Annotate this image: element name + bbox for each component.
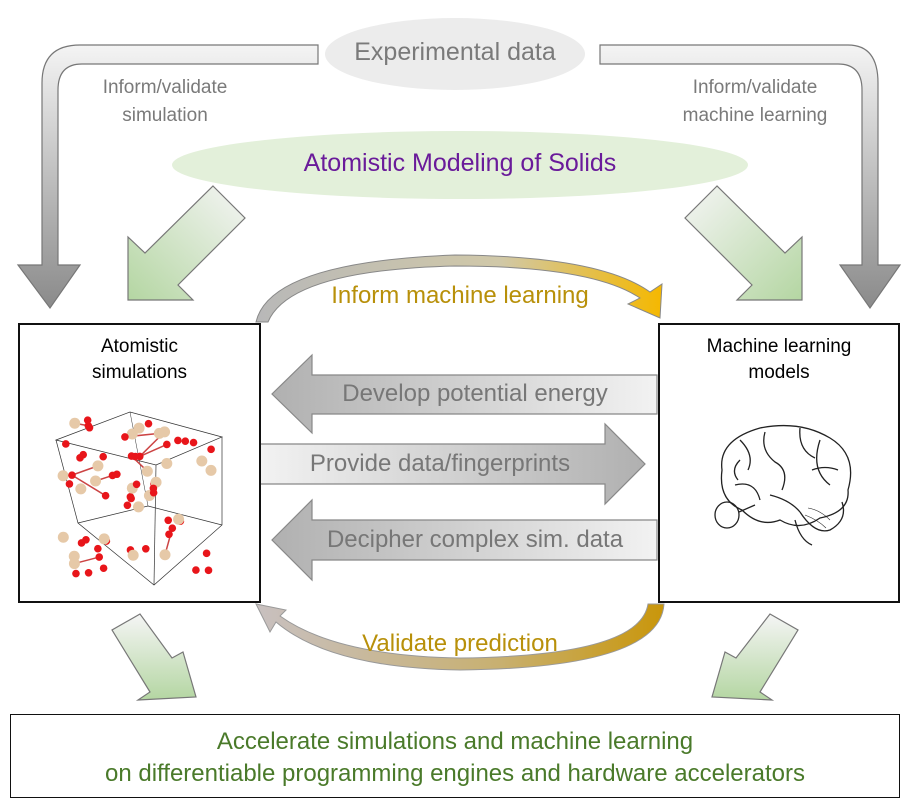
develop-potential-arrow: [271, 353, 658, 435]
green-arrow-sim-to-accelerate: [111, 613, 197, 701]
atom-red: [189, 438, 198, 447]
atom-red: [202, 549, 211, 558]
atomistic-modeling-ellipse: [172, 131, 748, 199]
ml-models-title-line2: models: [748, 362, 810, 383]
ml-models-title-line1: Machine learning: [706, 336, 852, 357]
atom-tan: [133, 501, 145, 513]
atom-tan: [69, 417, 81, 429]
atom-red: [99, 564, 108, 573]
atom-red: [132, 480, 141, 489]
atom-tan: [68, 558, 80, 570]
atom-red: [65, 480, 74, 488]
atom-red: [79, 450, 88, 459]
green-arrow-to-simulations: [127, 185, 246, 301]
atom-tan: [57, 470, 69, 482]
experimental-data-ellipse: [325, 18, 585, 90]
develop-potential-label: Develop potential energy: [342, 380, 608, 407]
accelerate-box: Accelerate simulations and machine learn…: [10, 714, 900, 798]
atom-red: [126, 493, 135, 501]
atom-red: [121, 433, 129, 441]
atom-tan: [90, 475, 102, 487]
atom-red: [62, 440, 70, 448]
atom-red: [94, 544, 102, 553]
atom-tan: [153, 427, 165, 439]
atomistic-simulations-box: Atomistic simulations: [18, 323, 261, 603]
inform-ml-curve-arrow: [255, 254, 663, 323]
atomistic-simulations-title-line2: simulations: [91, 362, 188, 383]
atom-red: [207, 445, 215, 454]
atom-red: [144, 419, 153, 428]
atom-red: [101, 491, 110, 500]
left-feedback-label-line1: Inform/validate: [102, 77, 228, 98]
atom-tan: [127, 549, 139, 561]
atom-red: [149, 488, 158, 497]
atom-tan: [141, 465, 153, 477]
atom-tan: [92, 460, 104, 472]
atomic-structure-image: [54, 411, 224, 586]
decipher-data-label: Decipher complex sim. data: [326, 526, 624, 553]
atom-red: [131, 452, 140, 461]
experimental-data-label: Experimental data: [354, 38, 556, 66]
atom-red: [83, 416, 92, 424]
atom-tan: [196, 455, 208, 467]
left-feedback-arrow: [16, 44, 319, 310]
atom-red: [72, 569, 80, 578]
ml-models-box: Machine learning models: [658, 323, 900, 603]
atom-red: [141, 544, 150, 553]
atom-red: [123, 501, 132, 510]
atom-tan: [133, 422, 145, 434]
atom-red: [84, 568, 93, 577]
accelerate-line2: on differentiable programming engines an…: [105, 760, 805, 787]
atom-red: [99, 452, 107, 461]
provide-data-label: Provide data/fingerprints: [309, 450, 571, 477]
accelerate-line1: Accelerate simulations and machine learn…: [216, 728, 694, 755]
green-arrow-ml-to-accelerate: [711, 613, 799, 701]
atom-red: [192, 566, 200, 574]
atomistic-simulations-title-line1: Atomistic: [100, 336, 179, 357]
atom-tan: [75, 483, 87, 495]
atom-tan: [159, 549, 171, 561]
atom-red: [164, 516, 173, 525]
validate-prediction-curve-arrow: [255, 603, 665, 671]
atom-red: [181, 437, 190, 445]
atom-red: [168, 524, 177, 532]
atom-red: [77, 539, 86, 547]
decipher-data-arrow: [271, 498, 658, 582]
provide-data-arrow: [259, 422, 646, 506]
atomistic-modeling-label: Atomistic Modeling of Solids: [303, 149, 617, 177]
atom-red: [68, 471, 76, 479]
atom-tan: [161, 458, 173, 470]
brain-illustration: [714, 424, 852, 546]
atom-red: [174, 436, 182, 445]
atom-tan: [173, 513, 185, 525]
atom-red: [165, 530, 173, 539]
atom-bond: [71, 474, 107, 497]
atom-bond: [139, 443, 168, 458]
atom-red: [84, 421, 93, 430]
right-feedback-label-line2: machine learning: [682, 105, 828, 126]
left-feedback-label-line2: simulation: [122, 105, 208, 126]
validate-prediction-label: Validate prediction: [362, 630, 558, 657]
atom-red: [204, 566, 213, 575]
right-feedback-arrow: [599, 44, 902, 310]
right-feedback-label-line1: Inform/validate: [692, 77, 818, 98]
atom-red: [95, 553, 104, 561]
atom-tan: [98, 533, 110, 545]
inform-ml-label: Inform machine learning: [331, 282, 589, 309]
atom-red: [163, 440, 171, 449]
atom-red: [108, 471, 117, 480]
green-arrow-to-ml: [684, 185, 803, 301]
atom-tan: [205, 464, 217, 476]
atom-tan: [57, 531, 69, 543]
